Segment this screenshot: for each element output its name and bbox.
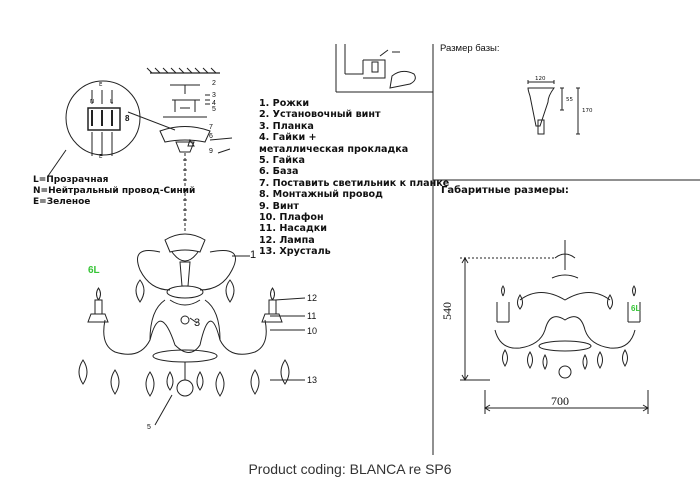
parts-list-item: 9. Винт — [259, 200, 299, 212]
parts-list-item: 1. Рожки — [259, 98, 310, 109]
overall-chandelier — [494, 240, 641, 379]
central-column — [179, 261, 191, 287]
candle-left — [87, 287, 109, 323]
terminal-label-l: L — [110, 99, 114, 105]
upper-arm-left — [137, 250, 171, 291]
canopy — [159, 126, 211, 143]
hand-icon — [389, 70, 416, 89]
upper-arm-right — [199, 250, 236, 291]
crystal-drops — [78, 279, 290, 397]
base-size-title: Размер базы: — [440, 43, 500, 54]
parts-list-item: 8. Монтажный провод — [259, 189, 383, 201]
base-drawing — [527, 80, 580, 135]
product-coding: Product coding: BLANCA re SP6 — [248, 461, 452, 477]
overall-height-value: 540 — [440, 302, 454, 320]
body-plate — [166, 285, 204, 299]
candle-right — [261, 287, 283, 323]
callout-1: 1 — [250, 249, 257, 261]
parts-list: 1. Рожки 2. Установочный винт 3. Планка … — [259, 98, 449, 258]
callout-9: 9 — [209, 148, 213, 155]
callout-3: 3 — [212, 92, 216, 99]
callout-5-bottom: 5 — [147, 424, 151, 431]
parts-list-item: 4. Гайки + — [259, 132, 317, 144]
wiring-legend-n: N=Нейтральный провод-Синий — [33, 186, 196, 196]
terminal-label-e-bottom: E — [99, 154, 103, 160]
callout-7: 7 — [209, 124, 213, 131]
wiring-legend-e: E=Зеленое — [33, 197, 91, 207]
terminal-label-n: N — [90, 99, 95, 105]
bottom-ball — [176, 379, 194, 397]
parts-list-item: металлическая прокладка — [259, 143, 409, 155]
crown — [164, 233, 206, 253]
callout-2: 2 — [212, 80, 216, 87]
parts-list-item: 13. Хрусталь — [259, 246, 331, 258]
overall-size-title: Габаритные размеры: — [441, 185, 569, 196]
base-height-value: 170 — [582, 108, 593, 114]
parts-list-item: 5. Гайка — [259, 155, 305, 167]
base-depth-value: 55 — [566, 97, 573, 103]
terminal-label-e-top: E — [99, 82, 103, 88]
parts-list-item: 11. Насадки — [259, 223, 327, 235]
base-width-value: 120 — [535, 76, 546, 82]
callout-10: 10 — [307, 326, 318, 336]
wiring-zoom-circle — [65, 80, 141, 156]
parts-list-item: 3. Планка — [259, 120, 314, 132]
callout-12: 12 — [307, 293, 318, 303]
terminal-block-number: 8 — [125, 114, 130, 123]
callout-3-body: 3 — [194, 317, 201, 329]
callout-5: 5 — [212, 106, 216, 113]
parts-list-item: 2. Установочный винт — [259, 109, 381, 121]
mount-sketch — [344, 44, 386, 79]
callout-6: 6 — [209, 133, 213, 140]
callout-13: 13 — [307, 375, 318, 385]
parts-list-item: 6. База — [259, 166, 299, 178]
parts-list-item: 12. Лампа — [259, 234, 315, 246]
wiring-legend: L=Прозрачная N=Нейтральный провод-Синий … — [33, 175, 195, 208]
lamp-label-right: 6L — [631, 304, 641, 313]
parts-list-item: 7. Поставить светильник к планке — [259, 177, 450, 189]
parts-list-item: 10. Плафон — [259, 212, 324, 224]
callout-11: 11 — [307, 311, 317, 321]
lamp-label-left: 6L — [88, 265, 100, 276]
wiring-legend-l: L=Прозрачная — [33, 175, 109, 185]
callout-4: 4 — [212, 100, 216, 107]
overall-width-value: 700 — [551, 394, 569, 408]
dimension-lines — [460, 257, 649, 414]
